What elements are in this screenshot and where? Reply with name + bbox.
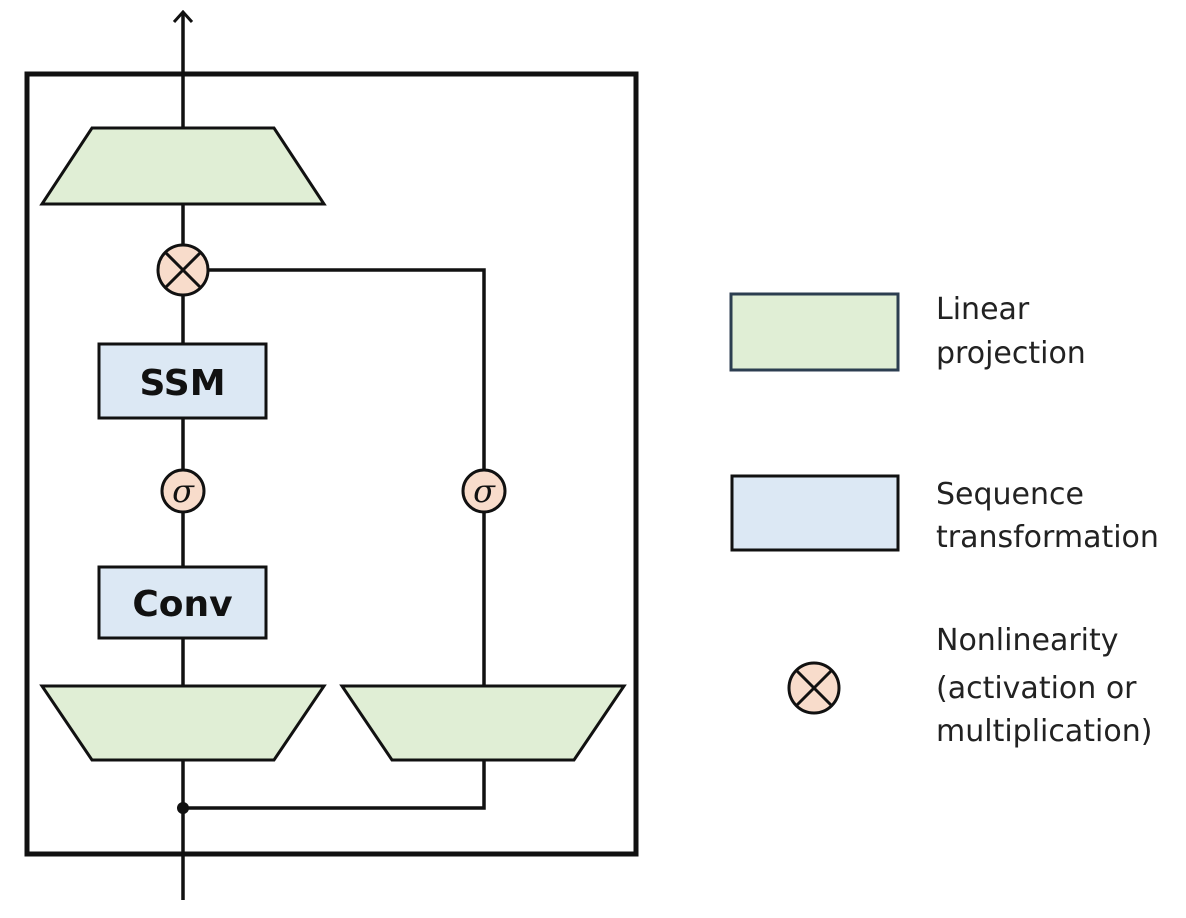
legend-linear-swatch (729, 292, 900, 372)
sigma-label-main: σ (172, 472, 195, 510)
block-frame (24, 71, 639, 857)
conv-label: Conv (132, 584, 232, 625)
legend-sequence-swatch (730, 474, 900, 552)
residual-branch-line (183, 760, 486, 810)
legend-sequence-label-line1: Sequence (936, 477, 1084, 512)
legend-linear-label-line2: projection (936, 336, 1086, 371)
sigma-activation-node-main: σ (160, 468, 206, 514)
legend: Linear projection Sequence transformatio… (729, 292, 1159, 749)
branch-junction-dot (177, 802, 189, 814)
legend-linear-label-line1: Linear (936, 292, 1030, 327)
ssm-label: SSM (139, 363, 225, 404)
sigma-label-gate: σ (473, 472, 496, 510)
sigma-activation-node-gate: σ (461, 468, 507, 514)
legend-nonlinearity-label-line3: multiplication) (936, 714, 1152, 749)
gate-linear-projection (339, 684, 627, 762)
output-linear-projection (39, 126, 327, 206)
multiply-node (156, 243, 210, 297)
gate-sigma-to-mult-line (206, 268, 486, 470)
legend-nonlinearity-label-line1: Nonlinearity (936, 623, 1119, 658)
legend-nonlinearity-icon (787, 661, 841, 715)
ssm-block (97, 342, 268, 420)
conv-block (97, 565, 268, 640)
input-linear-projection (39, 684, 327, 762)
legend-nonlinearity-label-line2: (activation or (936, 671, 1137, 706)
legend-sequence-label-line2: transformation (936, 520, 1159, 555)
